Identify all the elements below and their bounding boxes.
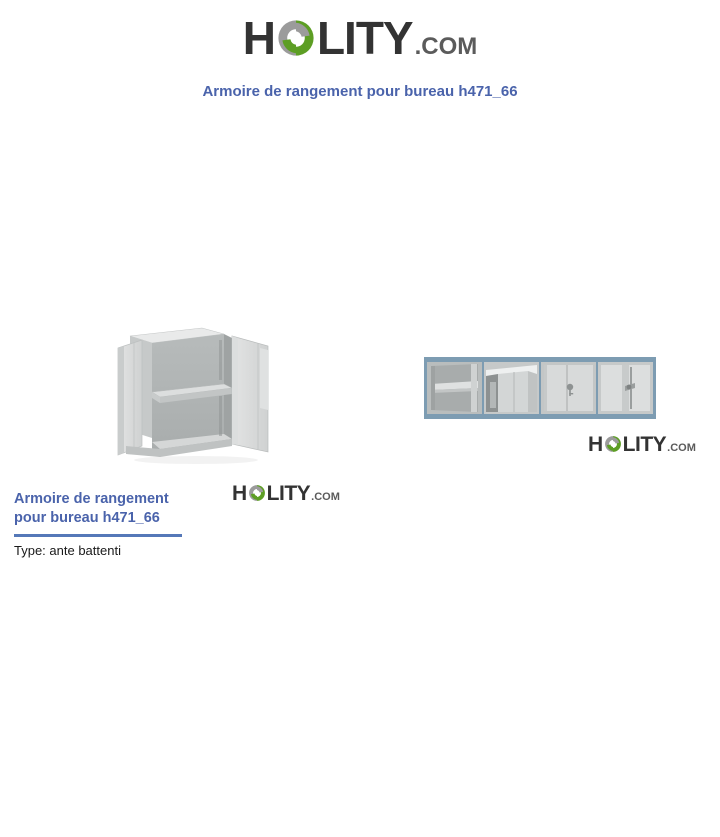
watermark-text-dotcom: .COM (311, 491, 340, 503)
product-gallery: H LITY .COM (0, 130, 720, 504)
logo-text-dotcom: .COM (414, 33, 478, 60)
watermark-text-h: H (232, 482, 247, 505)
site-header: H LITY .COM (0, 0, 720, 61)
watermark-text-h: H (588, 433, 603, 456)
holity-logo[interactable]: H LITY .COM (243, 14, 478, 61)
thumbnail-item[interactable] (598, 362, 653, 414)
watermark-text-lity: LITY (622, 433, 667, 456)
thumbnail-strip (424, 357, 656, 419)
thumbnail-watermark: H LITY .COM (588, 433, 696, 455)
thumbnail-item[interactable] (427, 362, 482, 414)
logo-text-lity: LITY (316, 12, 414, 64)
thumbnail-item[interactable] (484, 362, 539, 414)
watermark-text-dotcom: .COM (667, 442, 696, 454)
logo-text-h: H (242, 12, 276, 64)
product-description: Armoire de rangement pour bureau h471_66… (14, 490, 414, 559)
watermark-circle-mark-icon (248, 484, 266, 502)
watermark-text-lity: LITY (266, 482, 311, 505)
product-spec-type: Type: ante battenti (14, 543, 121, 558)
page-title: Armoire de rangement pour bureau h471_66 (202, 83, 518, 100)
title-divider (14, 534, 182, 537)
watermark-circle-mark-icon (604, 435, 622, 453)
holity-circle-mark-icon (276, 18, 316, 58)
thumbnail-item[interactable] (541, 362, 596, 414)
main-product-image[interactable] (108, 318, 280, 466)
main-image-watermark: H LITY .COM (232, 482, 340, 504)
product-title: Armoire de rangement pour bureau h471_66 (14, 491, 169, 526)
